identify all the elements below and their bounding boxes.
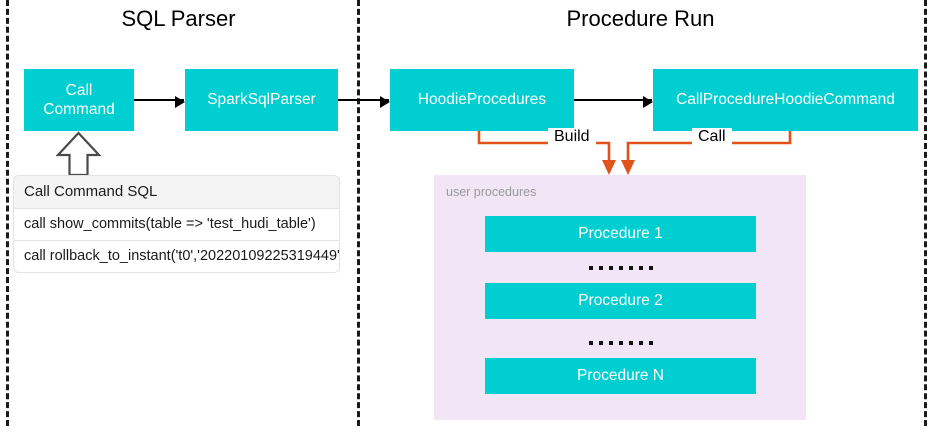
ellipsis-dot (628, 341, 633, 345)
call-command-sql-table: Call Command SQL call show_commits(table… (14, 176, 339, 272)
connector-build-arrowhead (602, 160, 616, 175)
node-spark-sql-parser[interactable]: SparkSqlParser (185, 69, 338, 131)
ellipsis-dots (485, 338, 756, 348)
ellipsis-dots (485, 263, 756, 273)
ellipsis-dot (588, 341, 593, 345)
ellipsis-dot (608, 266, 613, 270)
ellipsis-dot (638, 341, 643, 345)
sql-table-row: call rollback_to_instant('t0','202201092… (14, 241, 339, 272)
sql-table-header: Call Command SQL (14, 176, 339, 209)
up-block-arrow-icon (56, 131, 101, 177)
edge-label-call: Call (692, 128, 732, 146)
node-hoodie-procedures[interactable]: HoodieProcedures (390, 69, 574, 131)
section-title-sql-parser: SQL Parser (121, 6, 236, 31)
lane-separator-left (6, 0, 9, 426)
ellipsis-dot (598, 266, 603, 270)
lane-separator-right (924, 0, 927, 426)
user-procedures-panel: user procedures Procedure 1 Procedure 2 … (434, 175, 806, 420)
ellipsis-dot (588, 266, 593, 270)
procedure-box[interactable]: Procedure N (485, 358, 756, 394)
node-call-command[interactable]: Call Command (24, 69, 134, 131)
ellipsis-dot (638, 266, 643, 270)
procedure-box[interactable]: Procedure 2 (485, 283, 756, 319)
ellipsis-dot (648, 266, 653, 270)
ellipsis-dot (648, 341, 653, 345)
ellipsis-dot (598, 341, 603, 345)
user-procedures-panel-label: user procedures (446, 185, 537, 199)
sql-table-row: call show_commits(table => 'test_hudi_ta… (14, 209, 339, 241)
arrow-hoodie-procedures-to-call-procedure-hoodie-command (574, 95, 653, 108)
connector-call-arrowhead (621, 160, 635, 175)
section-title-procedure-run: Procedure Run (566, 6, 715, 31)
arrow-spark-sql-parser-to-hoodie-procedures (338, 95, 390, 108)
ellipsis-dot (628, 266, 633, 270)
lane-separator-middle (357, 0, 360, 426)
arrow-call-command-to-spark-sql-parser (134, 95, 185, 108)
ellipsis-dot (618, 266, 623, 270)
ellipsis-dot (608, 341, 613, 345)
ellipsis-dot (618, 341, 623, 345)
procedure-box[interactable]: Procedure 1 (485, 216, 756, 252)
node-call-procedure-hoodie-command[interactable]: CallProcedureHoodieCommand (653, 69, 918, 131)
edge-label-build: Build (548, 128, 596, 146)
